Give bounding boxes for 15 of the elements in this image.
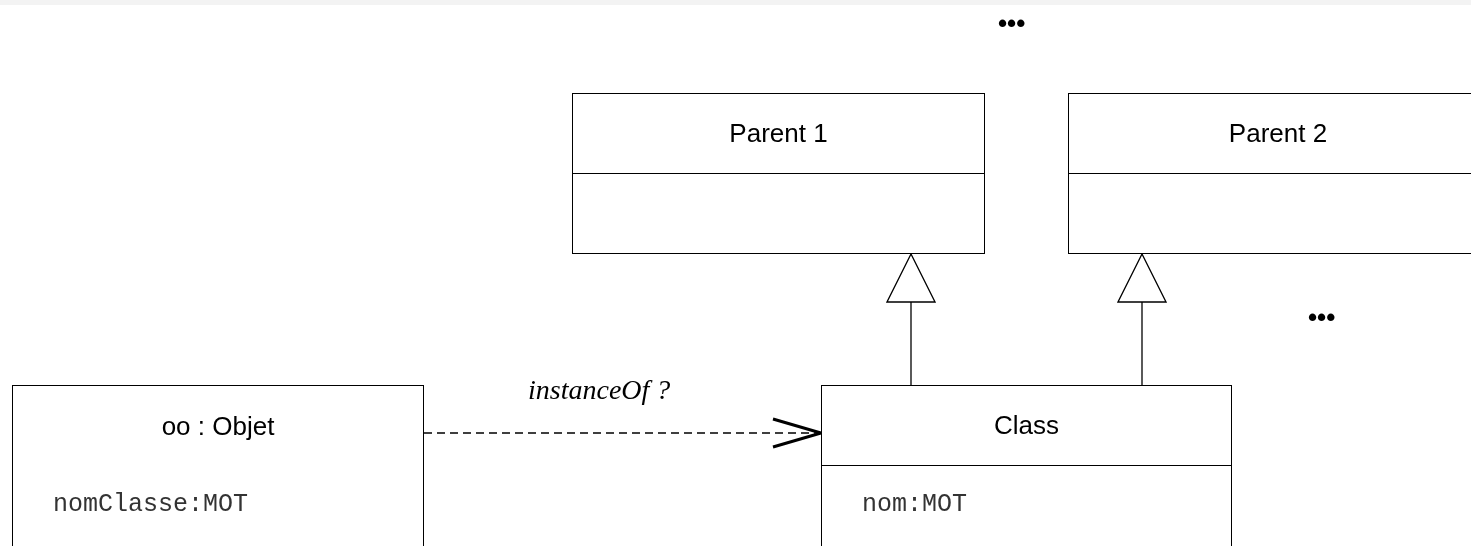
dependency-arrow: [423, 417, 823, 449]
class-box: [1068, 93, 1471, 254]
attribute-text: nomClasse:MOT: [53, 489, 250, 521]
class-name: Parent 1: [729, 117, 828, 150]
class-name: Parent 2: [1228, 117, 1328, 150]
class-name: oo : Objet: [161, 409, 275, 443]
ellipsis-text: •••: [1308, 302, 1336, 332]
class-box: [12, 385, 424, 546]
attribute-text: nom:MOT: [862, 489, 969, 521]
class-box: [572, 93, 985, 254]
inheritance-arrow: [886, 253, 936, 386]
ellipsis-text: •••: [998, 8, 1026, 38]
class-box: [821, 385, 1232, 546]
class-name: Class: [994, 409, 1059, 442]
inheritance-arrow: [1117, 253, 1167, 386]
